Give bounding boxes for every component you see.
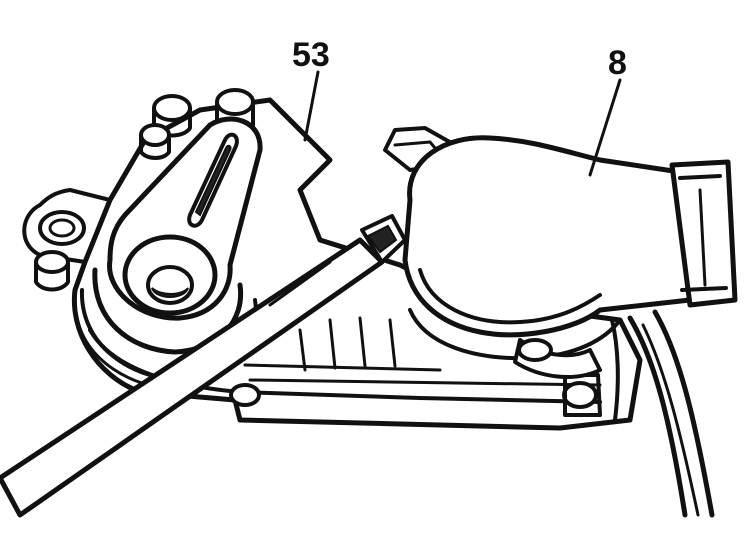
callout-leaders (303, 70, 622, 177)
wiring-harness (610, 309, 715, 518)
selector-lever (34, 88, 263, 392)
screwdriver-tool (0, 214, 407, 518)
leader-line-53 (303, 70, 320, 142)
leader-line-8 (588, 78, 622, 177)
callout-label-8: 8 (608, 44, 627, 82)
callout-label-53: 53 (292, 36, 330, 74)
sensor-body (383, 126, 738, 379)
